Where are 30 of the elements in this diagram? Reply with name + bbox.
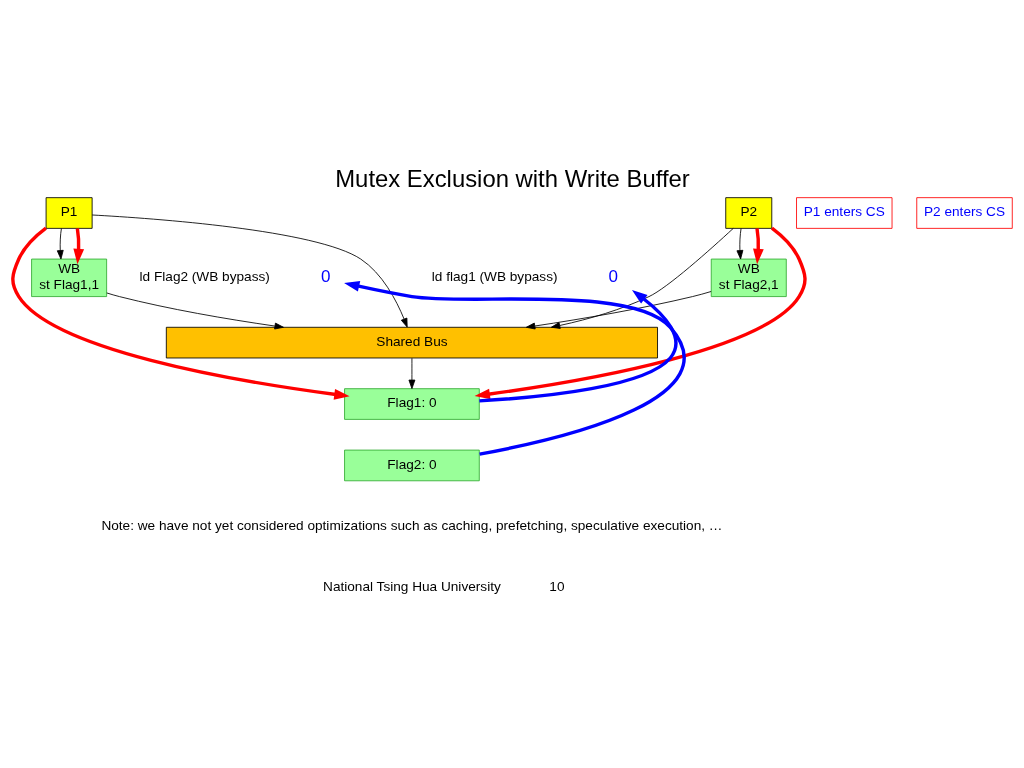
arrow	[550, 228, 734, 329]
label: Note: we have not yet considered optimizations such as caching, prefetching, speculative execution, …	[100, 518, 722, 534]
label: National Tsing Hua University	[322, 579, 501, 595]
node-box: Flag1: 0	[343, 388, 480, 420]
node-box: WB st Flag1,1	[30, 258, 107, 297]
node-box: P1 enters CS	[795, 197, 892, 229]
arrow	[736, 228, 743, 260]
label: 10	[548, 579, 564, 595]
arrow	[525, 291, 712, 330]
node-box: Flag2: 0	[343, 449, 480, 482]
arrow	[343, 281, 686, 456]
arrow	[474, 226, 807, 400]
diagram-title: Mutex Exclusion with Write Buffer	[334, 164, 690, 192]
arrow	[408, 357, 415, 390]
node-box: WB st Flag2,1	[710, 258, 787, 297]
arrow	[10, 226, 350, 400]
node-box: P2	[724, 197, 772, 229]
node-box: P1	[45, 197, 93, 229]
arrow	[478, 290, 678, 403]
node-box: Shared Bus	[165, 326, 658, 359]
node-box: P2 enters CS	[915, 197, 1013, 229]
arrow	[56, 228, 64, 260]
arrow	[91, 214, 408, 328]
arrow	[105, 292, 284, 330]
arrow	[752, 228, 764, 265]
node-text: 0	[607, 267, 618, 287]
node-text: 0	[320, 267, 331, 287]
label: ld flag1 (WB bypass)	[431, 269, 557, 285]
arrow	[72, 228, 84, 265]
label: ld Flag2 (WB bypass)	[139, 269, 270, 285]
